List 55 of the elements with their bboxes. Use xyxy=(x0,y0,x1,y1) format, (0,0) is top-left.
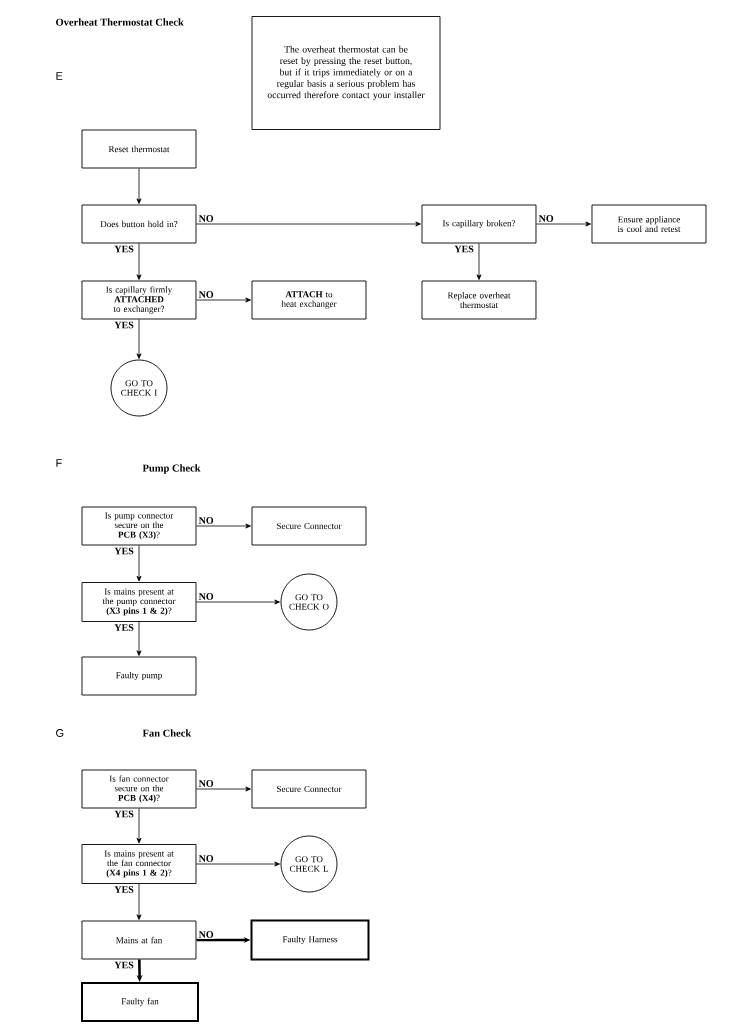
edge-label: YES xyxy=(113,546,135,556)
section-letter: G xyxy=(56,729,64,737)
note-box: The overheat thermostat can be reset by pressing the reset button, but if it trips immediately or on a regular basis a serious problem has occurred therefore contact your installer xyxy=(251,16,441,130)
edge-label: NO xyxy=(197,779,215,788)
edge-label: NO xyxy=(197,854,215,863)
process-box: Faulty Harness xyxy=(250,919,370,961)
edge-label: NO xyxy=(197,214,215,223)
edge-label: YES xyxy=(113,320,135,330)
decision-box: Does button hold in? xyxy=(81,204,197,244)
edge-label: YES xyxy=(113,960,135,970)
edge-label: YES xyxy=(113,623,135,632)
section-heading: Fan Check xyxy=(142,729,192,737)
arrow xyxy=(136,168,142,204)
process-box: Faulty fan xyxy=(81,982,199,1022)
arrow xyxy=(196,297,251,303)
section-letter: F xyxy=(56,459,62,467)
process-box: Replace overheat thermostat xyxy=(421,280,537,320)
process-box: ATTACH to heat exchanger xyxy=(251,280,367,320)
edge-label: YES xyxy=(113,809,135,819)
decision-box: Is mains present at the pump connector (X3 pins 1 & 2)? xyxy=(81,582,197,622)
arrow xyxy=(136,243,142,280)
arrow xyxy=(196,861,280,867)
arrow xyxy=(136,621,142,656)
arrow xyxy=(136,319,142,359)
edge-label: NO xyxy=(197,930,215,939)
decision-box: Is fan connector secure on the PCB (X4)? xyxy=(81,769,197,809)
edge-label: NO xyxy=(537,214,555,223)
section-heading: Pump Check xyxy=(142,464,201,474)
arrow xyxy=(196,786,251,792)
edge-label: YES xyxy=(453,244,475,254)
arrow xyxy=(196,599,280,605)
arrow xyxy=(536,221,591,227)
decision-box: Is capillary firmly ATTACHED to exchanger? xyxy=(81,280,197,320)
edge-label: YES xyxy=(113,244,135,254)
arrow xyxy=(196,221,421,227)
edge-label: YES xyxy=(113,885,135,894)
process-box: Reset thermostat xyxy=(81,129,197,169)
process-box: Ensure appliance is cool and retest xyxy=(591,204,707,244)
process-box: Secure Connector xyxy=(251,506,367,546)
edge-label: NO xyxy=(197,290,215,299)
arrow xyxy=(136,545,142,582)
section-letter: E xyxy=(56,72,63,80)
arrow xyxy=(196,523,251,529)
edge-label: NO xyxy=(197,516,215,525)
title: Overheat Thermostat Check xyxy=(56,18,184,26)
edge-label: NO xyxy=(197,592,215,601)
arrow xyxy=(136,883,142,920)
decision-box: Mains at fan xyxy=(81,920,197,960)
arrow xyxy=(476,243,482,280)
decision-box: Is capillary broken? xyxy=(421,204,537,244)
process-box: Secure Connector xyxy=(251,769,367,809)
process-box: Faulty pump xyxy=(81,656,197,696)
arrow xyxy=(136,808,142,844)
decision-box: Is mains present at the fan connector (X4 pins 1 & 2)? xyxy=(81,844,197,884)
decision-box: Is pump connector secure on the PCB (X3)? xyxy=(81,506,197,546)
